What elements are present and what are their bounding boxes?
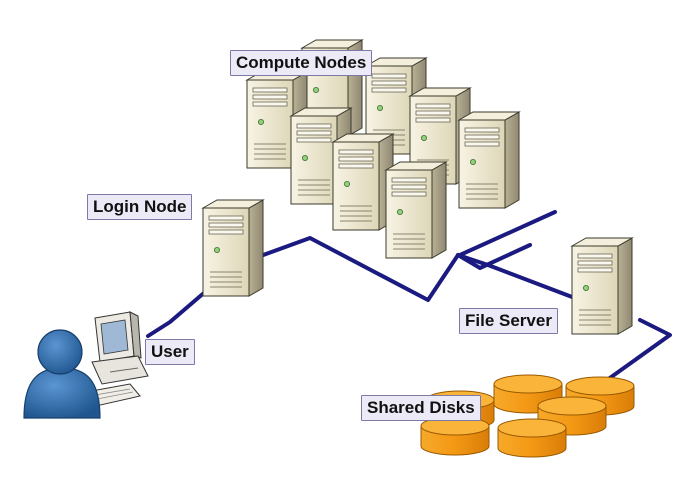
- shared-disks-label: Shared Disks: [361, 395, 481, 421]
- server-icon: [202, 199, 264, 297]
- login-node-label: Login Node: [87, 194, 193, 220]
- user-label: User: [145, 339, 195, 365]
- user-icon: [23, 329, 101, 419]
- server-icon: [458, 111, 520, 209]
- fileserver-to-disks-link: [598, 318, 672, 387]
- workstation-icon: [85, 311, 149, 407]
- server-icon: [571, 237, 633, 335]
- login-to-switch-link: [253, 236, 460, 302]
- user-link: [146, 290, 207, 338]
- disk-icon: [497, 418, 567, 458]
- compute-link-c: [456, 253, 582, 302]
- network-links: [146, 210, 672, 387]
- server-icon: [332, 133, 394, 231]
- compute-link-a: [458, 210, 557, 257]
- file-server-label: File Server: [459, 308, 558, 334]
- disk-icon: [420, 416, 490, 456]
- compute-nodes-label: Compute Nodes: [230, 50, 373, 76]
- server-icon: [385, 161, 447, 259]
